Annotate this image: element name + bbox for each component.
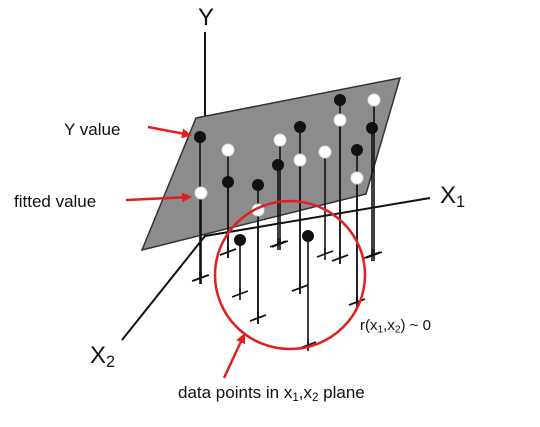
base-tick-icon bbox=[192, 272, 210, 284]
x2-axis-label: X2 bbox=[90, 342, 116, 372]
data-points-group bbox=[191, 93, 383, 351]
observed-point-icon bbox=[234, 234, 246, 246]
x2-axis-text: X bbox=[90, 342, 107, 369]
residual-label-sub1: 1 bbox=[377, 324, 384, 336]
y-value-arrow bbox=[147, 125, 192, 139]
plane-label-sub1: 1 bbox=[292, 391, 299, 404]
observed-point-icon bbox=[302, 230, 314, 242]
observed-point-icon bbox=[272, 159, 284, 171]
base-tick-icon bbox=[331, 252, 349, 264]
x2-axis-subscript: 2 bbox=[106, 353, 116, 372]
base-tick-icon bbox=[271, 238, 289, 250]
fitted-point-icon bbox=[194, 186, 208, 200]
plane-label-prefix: data points in x bbox=[178, 383, 293, 402]
observed-point-icon bbox=[222, 176, 234, 188]
base-tick-icon bbox=[291, 282, 309, 294]
fitted-point-icon bbox=[350, 171, 364, 185]
fitted-point-icon bbox=[318, 145, 332, 159]
plane-points-arrow bbox=[222, 333, 246, 379]
observed-point-icon bbox=[294, 121, 306, 133]
fitted-point-icon bbox=[333, 113, 347, 127]
x1-axis-text: X bbox=[440, 182, 457, 209]
x1-axis-subscript: 1 bbox=[456, 193, 466, 212]
residual-label-mid: ,x bbox=[383, 317, 395, 334]
y-value-label: Y value bbox=[64, 120, 121, 139]
plane-label-mid: ,x bbox=[298, 383, 313, 402]
y-axis-label: Y bbox=[198, 6, 214, 30]
fitted-value-arrow bbox=[125, 192, 192, 203]
base-tick-icon bbox=[249, 312, 267, 324]
plane-label-sub2: 2 bbox=[312, 391, 319, 404]
fitted-point-icon bbox=[221, 143, 235, 157]
plane-points-label: data points in x1,x2 plane bbox=[178, 383, 365, 404]
fitted-point-icon bbox=[273, 133, 287, 147]
base-tick-icon bbox=[219, 246, 237, 258]
base-tick-icon bbox=[365, 249, 383, 261]
base-tick-icon bbox=[231, 288, 249, 300]
observed-point-icon bbox=[366, 122, 378, 134]
observed-point-icon bbox=[194, 131, 206, 143]
residual-label-suffix: ) ~ 0 bbox=[400, 317, 431, 334]
residual-label-sub2: 2 bbox=[394, 324, 401, 336]
plane-label-suffix: plane bbox=[318, 383, 365, 402]
base-tick-icon bbox=[316, 248, 334, 260]
residual-label: r(x1,x2) ~ 0 bbox=[360, 317, 431, 336]
fitted-point-icon bbox=[293, 153, 307, 167]
x1-axis-line bbox=[204, 197, 431, 237]
plane-points-highlight-circle bbox=[213, 199, 367, 351]
fitted-value-label: fitted value bbox=[14, 192, 97, 211]
observed-point-icon bbox=[351, 144, 363, 156]
y-axis-text: Y bbox=[198, 4, 215, 31]
residual-label-prefix: r(x bbox=[360, 317, 378, 334]
observed-point-icon bbox=[334, 94, 346, 106]
observed-point-icon bbox=[252, 179, 264, 191]
fitted-point-icon bbox=[367, 93, 381, 107]
x2-axis-line bbox=[121, 235, 206, 341]
x1-axis-label: X1 bbox=[440, 182, 466, 212]
